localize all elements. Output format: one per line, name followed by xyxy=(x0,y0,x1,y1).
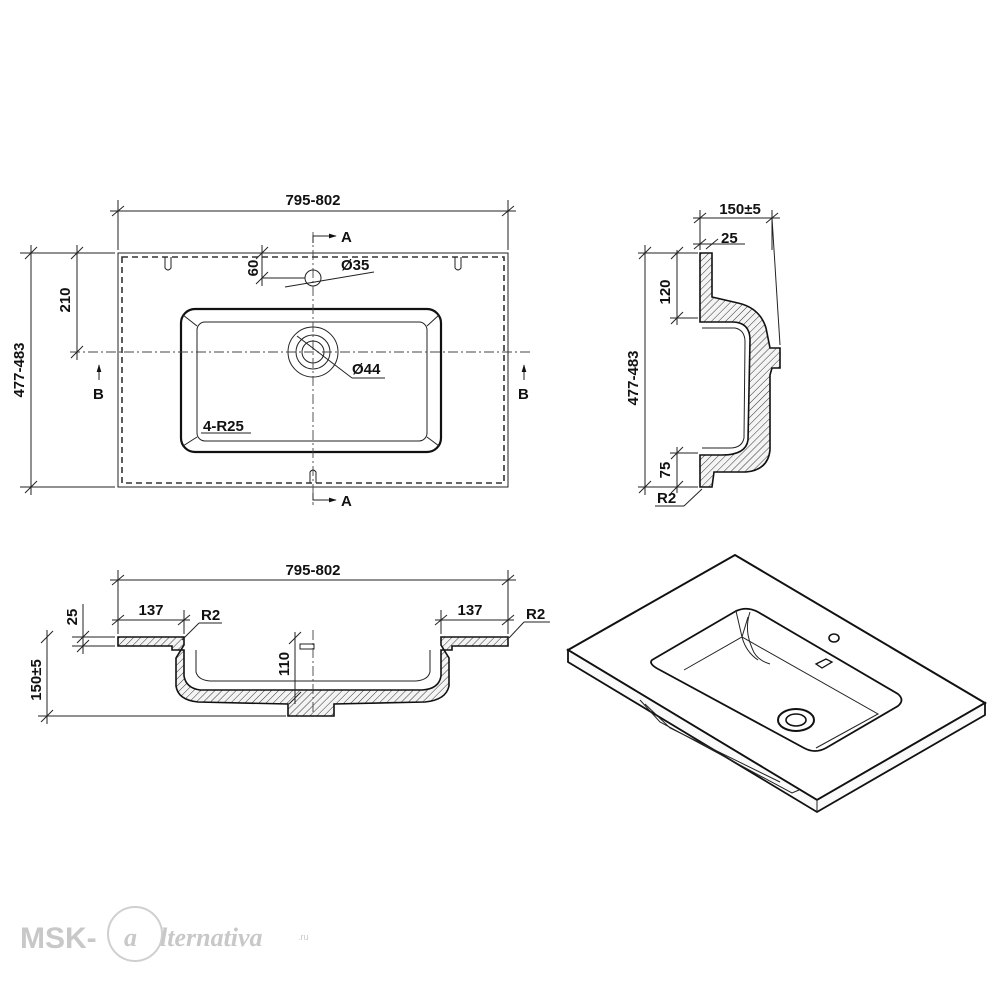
plan-tap-offset-label: 60 xyxy=(245,260,262,277)
mount-notch-left xyxy=(164,257,172,271)
drain-label: Ø44 xyxy=(352,361,381,378)
plan-radius-label: 4-R25 xyxy=(203,418,244,435)
side-wall-label: 25 xyxy=(721,230,738,247)
tap-hole-label: Ø35 xyxy=(341,257,369,274)
watermark-prefix: MSK- xyxy=(20,922,97,955)
side-depth-label: 477-483 xyxy=(625,350,642,405)
watermark-circle-letter: a xyxy=(124,923,137,952)
iso-tap-hole xyxy=(828,633,840,643)
side-upper-label: 120 xyxy=(657,279,674,304)
watermark-domain: .ru xyxy=(298,932,309,942)
drain-leader xyxy=(296,335,353,379)
section-a-top-label: A xyxy=(341,229,352,246)
iso-basin-inner xyxy=(683,636,880,749)
section-b-right-label: B xyxy=(518,386,529,403)
section-a-bottom-marker xyxy=(312,493,337,503)
front-radius-right-label: R2 xyxy=(526,606,545,623)
basin-outer xyxy=(179,307,443,454)
side-lower-label: 75 xyxy=(657,462,674,479)
plan-view: A A B B 795-802 477-483 210 60 xyxy=(11,192,530,510)
mount-notch-right xyxy=(454,257,462,271)
side-section-inner-line xyxy=(702,327,746,449)
iso-basin xyxy=(650,607,903,752)
side-radius-label: R2 xyxy=(657,490,676,507)
plan-width-label: 795-802 xyxy=(285,192,340,209)
plan-depth-label: 477-483 xyxy=(11,342,28,397)
front-section-profile xyxy=(117,636,509,717)
front-section-overflow xyxy=(299,643,315,650)
side-section-profile xyxy=(699,252,781,488)
watermark-logo: MSK- a lternativa .ru xyxy=(20,906,309,962)
iso-underside-2 xyxy=(644,703,781,783)
iso-overflow xyxy=(814,658,834,669)
front-height-label: 150±5 xyxy=(28,659,45,701)
basin-corner-lines xyxy=(182,314,440,447)
plan-offset-label: 210 xyxy=(57,287,74,312)
section-a-top-marker xyxy=(312,233,337,243)
front-thickness-label: 25 xyxy=(64,609,81,626)
section-a-bottom-label: A xyxy=(341,493,352,510)
front-radius-left-label: R2 xyxy=(201,607,220,624)
side-height-label: 150±5 xyxy=(719,201,761,218)
front-width-label: 795-802 xyxy=(285,562,340,579)
front-right-rim-label: 137 xyxy=(457,602,482,619)
iso-drain-inner xyxy=(785,713,807,727)
tap-hole-leader xyxy=(284,271,375,288)
iso-basin-corner-2 xyxy=(746,611,771,665)
watermark-circle xyxy=(107,906,163,962)
basin-inner xyxy=(196,321,428,442)
front-section-view: 795-802 137 137 R2 R2 25 150±5 xyxy=(28,562,550,724)
side-section-view: 150±5 25 477-483 120 75 R2 xyxy=(625,201,781,507)
isometric-view xyxy=(566,553,987,814)
front-left-rim-label: 137 xyxy=(138,602,163,619)
iso-underside xyxy=(639,699,800,794)
watermark-suffix: lternativa xyxy=(160,923,263,952)
section-b-left-label: B xyxy=(93,386,104,403)
iso-basin-corner xyxy=(735,610,759,661)
front-bowl-depth-label: 110 xyxy=(276,652,293,676)
